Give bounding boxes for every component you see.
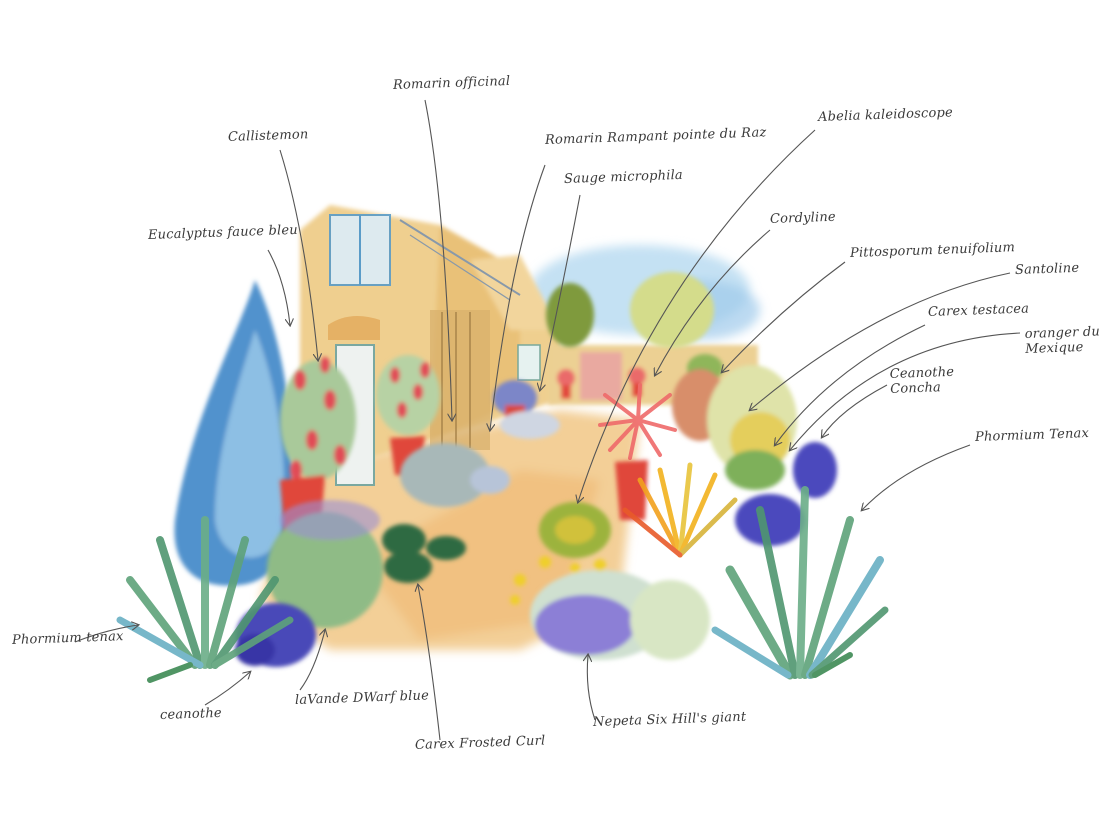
eucalyptus-cypress [174,280,294,586]
leader-lines [74,99,1021,741]
label-oranger-mexique: oranger du Mexique [1024,324,1101,357]
rosemary-mounds [400,380,560,507]
garden-wall [548,345,758,405]
nepeta [510,556,710,660]
phormium-right [711,486,889,680]
lavender-ball [267,500,466,628]
carex-testacea [622,462,738,558]
label-santoline: Santoline [1014,260,1080,278]
ceanothe-concha [735,442,837,546]
phormium-left [116,516,294,683]
label-ceanothe: ceanothe [159,705,223,723]
cordyline-pot [615,460,648,520]
ceanothe-left [235,603,316,667]
label-ceanothe-concha: Ceanothe Concha [889,364,955,397]
label-callistemon: Callistemon [227,127,309,145]
cordyline [598,383,677,460]
label-cordyline: Cordyline [769,209,837,227]
shrub-cluster [539,365,797,558]
